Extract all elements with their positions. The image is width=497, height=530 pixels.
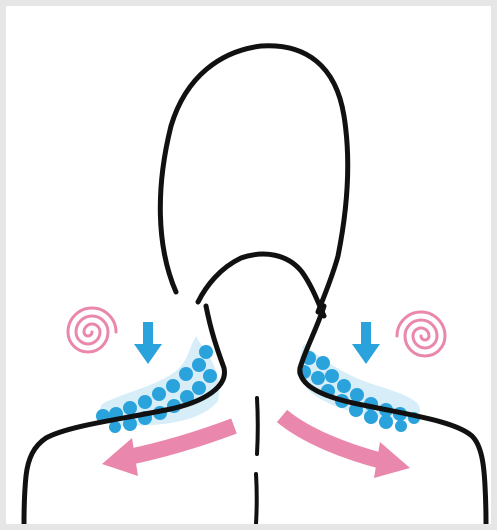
spine-line bbox=[256, 398, 258, 524]
back-massage-illustration bbox=[6, 6, 491, 524]
down-arrow-icon bbox=[352, 322, 380, 364]
hairline-outline bbox=[198, 254, 324, 316]
head-outline bbox=[160, 46, 347, 312]
spiral-icon bbox=[68, 308, 116, 352]
spiral-icon bbox=[397, 312, 445, 356]
curved-arrow-icon bbox=[102, 426, 234, 476]
down-arrow-icon bbox=[134, 322, 162, 364]
